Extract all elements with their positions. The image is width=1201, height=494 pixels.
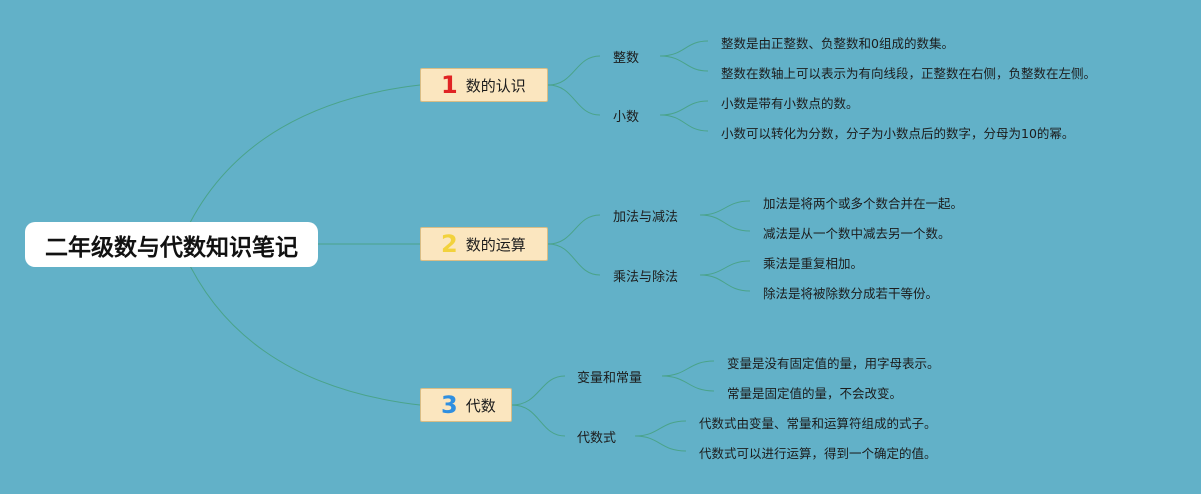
link-root-branch-3 [179, 243, 421, 406]
link-b1s1-leaf1 [659, 40, 709, 57]
link-b3s2-leaf2 [634, 435, 687, 452]
topic-addition-subtraction[interactable]: 加法与减法 [613, 210, 679, 225]
leaf-note[interactable]: 小数可以转化为分数，分子为小数点后的数字，分母为10的幂。 [721, 126, 1075, 141]
topic-integers[interactable]: 整数 [613, 51, 640, 66]
link-b2-sub2 [547, 243, 601, 276]
branch-number-operations[interactable]: 2 数的运算 [420, 227, 548, 261]
branch-label: 代数 [465, 396, 496, 415]
branch-number: 1 [441, 71, 458, 99]
link-b2s2-leaf2 [699, 274, 751, 292]
branch-label: 数的运算 [465, 235, 526, 254]
link-b2s1-leaf1 [699, 200, 751, 216]
link-b1-sub1 [547, 55, 601, 86]
branch-number: 3 [441, 391, 458, 419]
link-b2s2-leaf1 [699, 260, 751, 276]
branch-algebra[interactable]: 3 代数 [420, 388, 512, 422]
leaf-note[interactable]: 整数是由正整数、负整数和0组成的数集。 [721, 36, 954, 51]
leaf-note[interactable]: 加法是将两个或多个数合并在一起。 [763, 196, 964, 211]
root-title[interactable]: 二年级数与代数知识笔记 [25, 222, 318, 267]
topic-algebraic-expressions[interactable]: 代数式 [577, 431, 617, 446]
link-b3s2-leaf1 [634, 420, 687, 437]
link-b3s1-leaf1 [661, 360, 715, 377]
leaf-note[interactable]: 乘法是重复相加。 [763, 256, 864, 271]
branch-number: 2 [441, 230, 458, 258]
link-b1-sub2 [547, 84, 601, 116]
link-b2s1-leaf2 [699, 214, 751, 232]
branch-label: 数的认识 [465, 76, 526, 95]
leaf-note[interactable]: 代数式由变量、常量和运算符组成的式子。 [699, 416, 937, 431]
leaf-note[interactable]: 除法是将被除数分成若干等份。 [763, 286, 939, 301]
link-b1s1-leaf2 [659, 55, 709, 72]
link-b3-sub1 [511, 375, 566, 406]
link-b1s2-leaf2 [659, 114, 709, 132]
link-b2-sub1 [547, 214, 601, 245]
leaf-note[interactable]: 常量是固定值的量，不会改变。 [727, 386, 903, 401]
link-b1s2-leaf1 [659, 100, 709, 116]
leaf-note[interactable]: 整数在数轴上可以表示为有向线段，正整数在右侧，负整数在左侧。 [721, 66, 1097, 81]
link-b3-sub2 [511, 404, 566, 437]
link-root-branch-1 [179, 84, 421, 245]
topic-decimals[interactable]: 小数 [613, 110, 640, 125]
leaf-note[interactable]: 代数式可以进行运算，得到一个确定的值。 [699, 446, 937, 461]
branch-number-recognition[interactable]: 1 数的认识 [420, 68, 548, 102]
link-b3s1-leaf2 [661, 375, 715, 392]
topic-variables-constants[interactable]: 变量和常量 [577, 371, 643, 386]
leaf-note[interactable]: 小数是带有小数点的数。 [721, 96, 859, 111]
leaf-note[interactable]: 变量是没有固定值的量，用字母表示。 [727, 356, 940, 371]
leaf-note[interactable]: 减法是从一个数中减去另一个数。 [763, 226, 951, 241]
topic-multiplication-division[interactable]: 乘法与除法 [613, 270, 679, 285]
